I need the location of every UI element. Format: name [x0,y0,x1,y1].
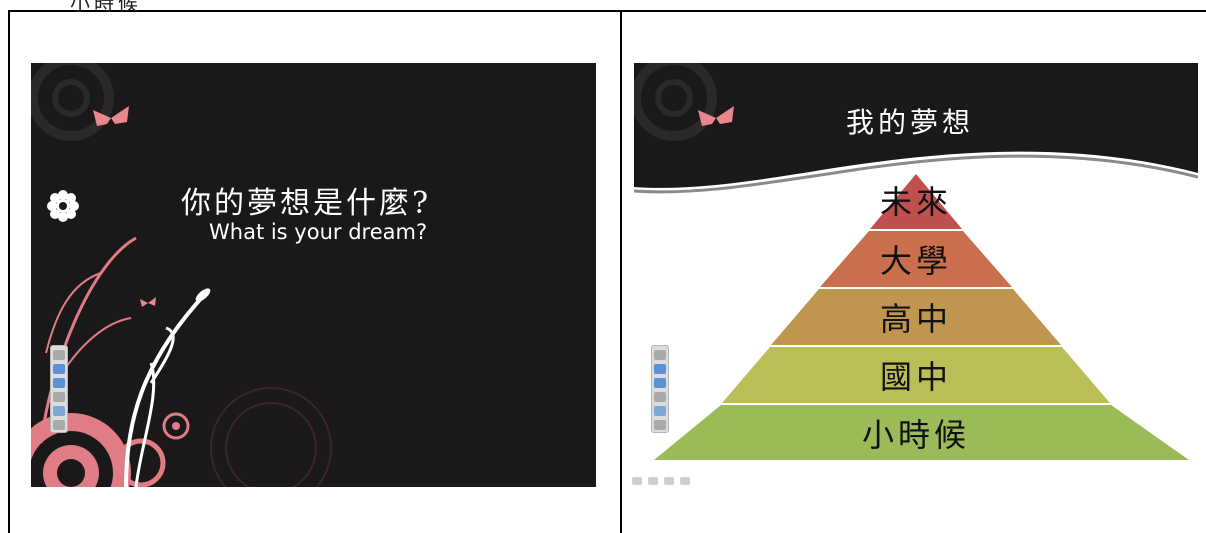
table-top-border [8,10,1206,12]
slide2-title: 我的夢想 [846,106,975,139]
slide1-decoration [31,63,332,487]
slide1-presenter-toolbar [50,345,68,433]
bg-lace-circle [210,387,332,487]
slide-question: 你的夢想是什麼? What is your dream? [31,63,596,487]
tier-label: 國中 [879,358,952,396]
bg-circle-inner-2 [655,79,693,117]
slide1-title: 你的夢想是什麼? [181,186,432,221]
arrow-left-icon[interactable] [53,378,65,388]
chevron-down-icon[interactable] [654,420,666,430]
swirl-circle-small [116,438,166,487]
tier-label: 未來 [879,183,952,221]
pyramid-tier-4 [722,347,1110,403]
next-slide-icon[interactable] [680,477,690,485]
white-vine-2 [134,362,156,487]
header-wave-line [634,154,1198,194]
pink-vine-1 [39,236,137,444]
menu-icon[interactable] [654,350,666,360]
table-middle-border [620,10,622,533]
clipped-top-text: 小時候 [70,0,142,15]
pink-vine-3 [45,272,102,354]
pen-icon[interactable] [648,477,658,485]
tier-label: 小時候 [861,416,970,454]
pyramid-tier-1 [870,174,962,229]
bg-circle-outer [31,63,114,141]
butterfly-icon-2 [698,106,734,126]
header-band [634,63,1198,188]
small-butterfly-icon [140,297,156,307]
menu-icon[interactable] [53,350,65,360]
chevron-down-icon[interactable] [53,420,65,430]
arrow-right-icon[interactable] [53,364,65,374]
pyramid-tier-2 [820,231,1012,287]
slide-my-dream: 我的夢想 未來 大學 高中 國中 小時候 [634,63,1198,488]
pyramid-tier-5 [654,405,1189,460]
pen-icon[interactable] [654,406,666,416]
options-icon[interactable] [53,392,65,402]
swirl-circle-core [57,459,85,487]
menu-icon[interactable] [664,477,674,485]
slide1-subtitle: What is your dream? [209,220,428,244]
table-left-border [8,10,10,533]
pink-flower-icon [162,412,190,440]
pyramid-tier-3 [771,289,1061,345]
white-leaf [195,288,211,302]
pen-icon[interactable] [53,406,65,416]
slide2-presenter-toolbar [651,345,669,433]
flower-icon [47,190,79,222]
options-icon[interactable] [654,392,666,402]
slide-nav-mini-toolbar [632,470,702,485]
white-vine-3 [149,326,175,384]
tier-label: 大學 [879,242,952,280]
prev-slide-icon[interactable] [632,477,642,485]
slide2-decoration [634,63,1198,460]
bg-lace-circle-inner [225,402,317,487]
arrow-left-icon[interactable] [654,378,666,388]
arrow-right-icon[interactable] [654,364,666,374]
bg-circle-outer-2 [634,63,717,141]
bg-circle-inner [52,79,90,117]
white-vine-1 [124,291,208,487]
butterfly-icon [93,106,129,126]
tier-label: 高中 [879,300,952,338]
